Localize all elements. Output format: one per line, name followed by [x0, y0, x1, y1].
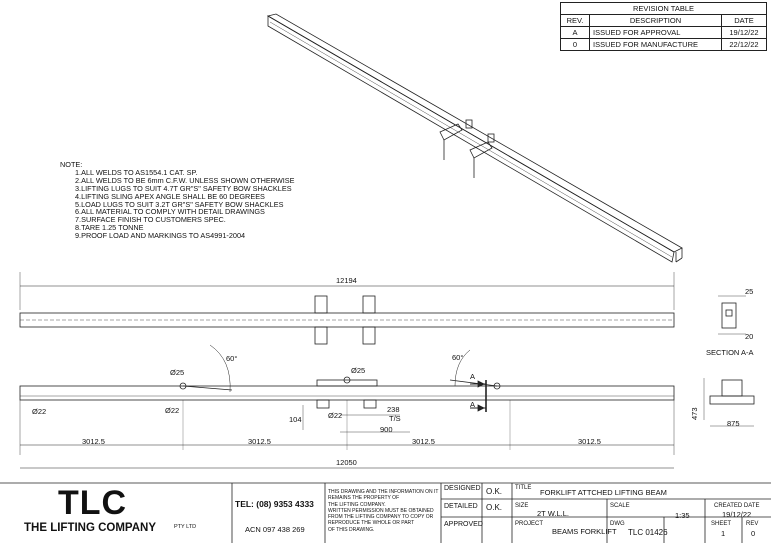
- dim-section-bottom: 20: [745, 332, 754, 341]
- dim-angle: 60°: [226, 354, 238, 363]
- dim-spacing: 3012.5: [412, 437, 435, 446]
- elevation-view: [19, 344, 675, 469]
- size-label: SIZE: [515, 503, 529, 509]
- company-tel: TEL: (08) 9353 4333: [235, 499, 314, 509]
- revision-row: 0 ISSUED FOR MANUFACTURE 22/12/22: [560, 38, 767, 51]
- company-name: THE LIFTING COMPANY: [24, 522, 157, 534]
- note-item: 7.SURFACE FINISH TO CUSTOMERS SPEC.: [75, 215, 226, 225]
- approved-label: APPROVED: [444, 521, 483, 528]
- company-pty: PTY LTD: [174, 524, 197, 530]
- dim-hole-22: Ø22: [165, 406, 180, 415]
- scale-label: SCALE: [610, 503, 630, 509]
- dwg-label: DWG: [610, 521, 625, 527]
- dim-spacing: 3012.5: [82, 437, 105, 446]
- company-acn: ACN 097 438 269: [245, 525, 305, 534]
- size-value: 2T W.L.L.: [537, 509, 569, 518]
- plan-view: [19, 272, 675, 345]
- created-label: CREATED DATE: [714, 503, 760, 509]
- notes-heading: NOTE:: [60, 160, 83, 169]
- note-item: 5.LOAD LUGS TO SUIT 3.2T GR"S" SAFETY BO…: [75, 199, 284, 209]
- dim-spacing: 3012.5: [578, 437, 601, 446]
- dim-hole-22: Ø22: [328, 411, 343, 420]
- disclaimer: THIS DRAWING AND THE INFORMATION ON IT R…: [328, 489, 439, 533]
- dim-lug-900: 900: [380, 425, 393, 434]
- dim-section-height: 473: [690, 407, 699, 420]
- rev-label: REV: [746, 521, 759, 527]
- project-label: PROJECT: [515, 521, 544, 527]
- dim-spacing: 3012.5: [248, 437, 271, 446]
- note-item: 6.ALL MATERIAL TO COMPLY WITH DETAIL DRA…: [75, 207, 265, 217]
- dim-angle: 60°: [452, 353, 464, 362]
- scale-value: 1:35: [675, 511, 690, 520]
- section-label: SECTION A-A: [706, 348, 754, 357]
- note-item: 1.ALL WELDS TO AS1554.1 CAT. SP.: [75, 167, 198, 177]
- title-block-frame: [0, 482, 771, 543]
- sheet-label: SHEET: [711, 521, 732, 527]
- isometric-beam: [266, 13, 683, 263]
- date-header: DATE: [721, 14, 767, 27]
- revision-table: REVISION TABLE REV. DESCRIPTION DATE A I…: [560, 2, 767, 51]
- note-item: 9.PROOF LOAD AND MARKINGS TO AS4991-2004: [75, 231, 246, 241]
- notes-block: NOTE: 1.ALL WELDS TO AS1554.1 CAT. SP. 2…: [60, 161, 295, 240]
- dim-overall-bottom: 12050: [336, 458, 357, 467]
- detailed-value: O.K.: [486, 503, 503, 512]
- section-marker: A: [470, 400, 476, 409]
- rev-header: REV.: [560, 14, 590, 27]
- dim-hole-22: Ø22: [32, 407, 47, 416]
- dim-section-width: 875: [727, 419, 740, 428]
- section-marker: A: [470, 372, 476, 381]
- detailed-label: DETAILED: [444, 503, 478, 510]
- designed-label: DESIGNED: [444, 485, 481, 492]
- dim-overall-top: 12194: [336, 276, 357, 285]
- rev-value: 0: [751, 529, 756, 538]
- revision-table-title: REVISION TABLE: [560, 2, 767, 15]
- dwg-value: TLC 01426: [628, 528, 668, 537]
- revision-row: A ISSUED FOR APPROVAL 19/12/22: [560, 26, 767, 39]
- note-item: 3.LIFTING LUGS TO SUIT 4.7T GR"S" SAFETY…: [75, 183, 292, 193]
- project-value: BEAMS FORKLIFT: [552, 527, 617, 536]
- note-item: 4.LIFTING SLING APEX ANGLE SHALL BE 60 D…: [75, 191, 265, 201]
- description-header: DESCRIPTION: [589, 14, 722, 27]
- dim-hole-25: Ø25: [351, 366, 366, 375]
- dim-section-top: 25: [745, 287, 754, 296]
- created-value: 19/12/22: [722, 510, 752, 519]
- dim-lug-height: 104: [289, 415, 302, 424]
- title-label: TITLE: [515, 485, 532, 491]
- designed-value: O.K.: [486, 487, 503, 496]
- company-logo: TLC: [58, 484, 128, 522]
- note-item: 8.TARE 1.25 TONNE: [75, 223, 144, 233]
- dim-hole-25: Ø25: [170, 368, 185, 377]
- note-item: 2.ALL WELDS TO BE 6mm C.F.W. UNLESS SHOW…: [75, 175, 295, 185]
- drawing-title: FORKLIFT ATTCHED LIFTING BEAM: [540, 488, 667, 497]
- title-block: TLC THE LIFTING COMPANY PTY LTD TEL: (08…: [0, 483, 771, 543]
- sheet-value: 1: [721, 529, 726, 538]
- dim-lug-238: 238: [387, 405, 400, 414]
- dim-lug-thk: T/S: [389, 414, 401, 423]
- section-a-a: [703, 295, 755, 427]
